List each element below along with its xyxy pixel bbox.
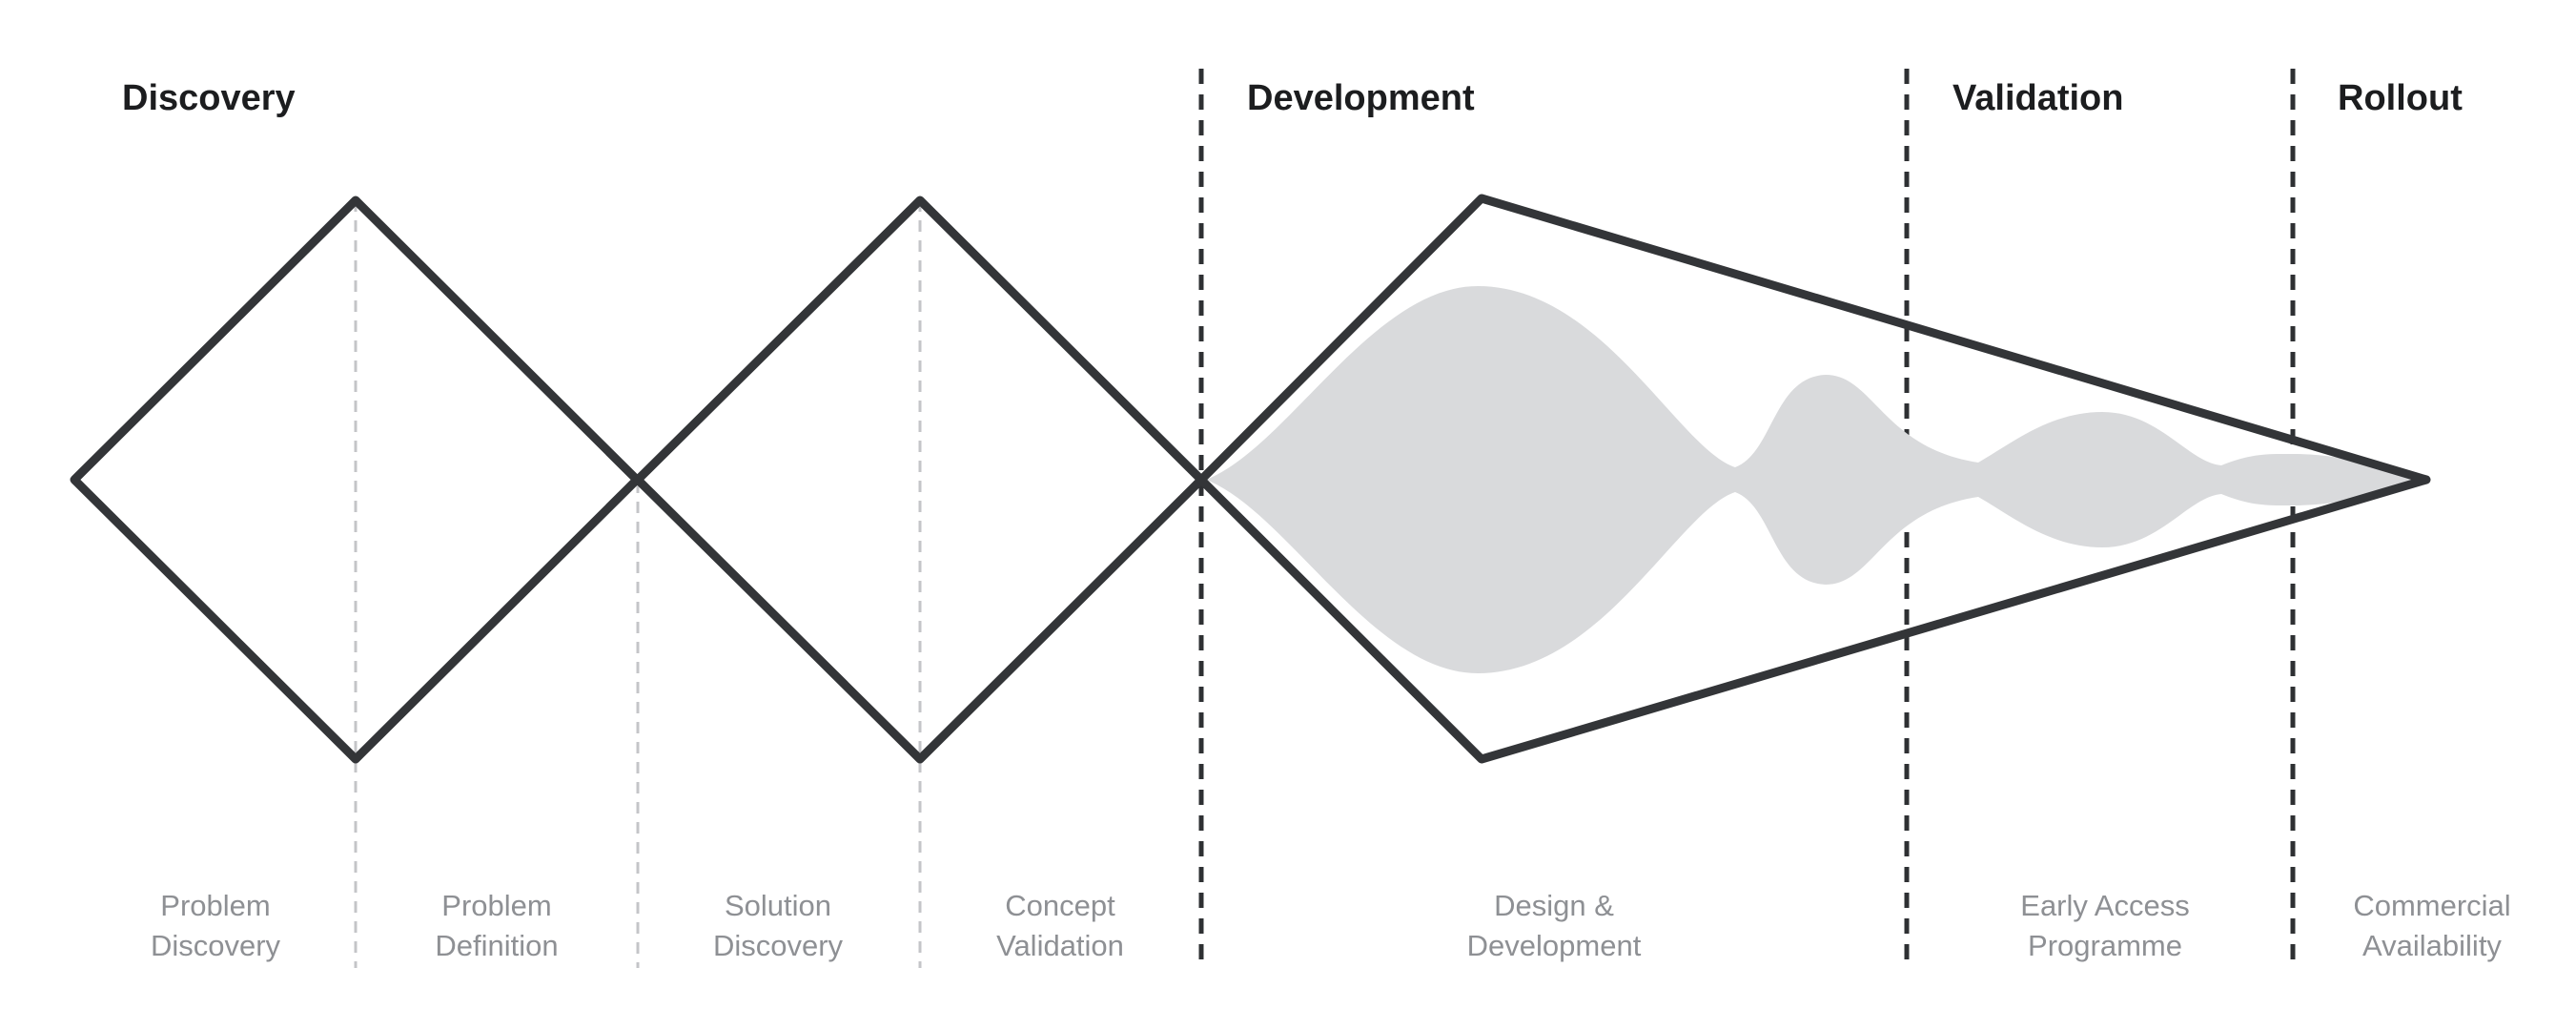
stage-label-line2: Development bbox=[1467, 929, 1642, 962]
stage-solution-discovery: Solution Discovery bbox=[713, 889, 844, 962]
phase-title-rollout: Rollout bbox=[2338, 78, 2463, 118]
stage-labels: Problem Discovery Problem Definition Sol… bbox=[151, 889, 2511, 962]
stage-label-line2: Availability bbox=[2362, 929, 2502, 962]
stage-guides bbox=[354, 200, 922, 968]
stage-label-line2: Discovery bbox=[151, 929, 281, 962]
stage-design-development: Design & Development bbox=[1467, 889, 1642, 962]
stage-label-line1: Problem bbox=[160, 889, 270, 922]
stage-problem-discovery: Problem Discovery bbox=[151, 889, 281, 962]
phase-title-validation: Validation bbox=[1952, 78, 2123, 118]
stage-problem-definition: Problem Definition bbox=[435, 889, 558, 962]
phase-title-development: Development bbox=[1247, 78, 1475, 118]
stage-label-line2: Validation bbox=[996, 929, 1124, 962]
stage-commercial-availability: Commercial Availability bbox=[2353, 889, 2510, 962]
stage-label-line1: Problem bbox=[441, 889, 551, 922]
stage-label-line2: Discovery bbox=[713, 929, 844, 962]
stage-label-line1: Solution bbox=[725, 889, 831, 922]
stage-label-line1: Concept bbox=[1005, 889, 1115, 922]
development-blob bbox=[1206, 286, 2422, 673]
diamond-development-cone bbox=[1196, 194, 2431, 764]
stage-label-line2: Definition bbox=[435, 929, 558, 962]
stage-early-access-programme: Early Access Programme bbox=[2020, 889, 2189, 962]
phase-titles: Discovery Development Validation Rollout bbox=[122, 78, 2463, 118]
phase-title-discovery: Discovery bbox=[122, 78, 296, 118]
stage-label-line1: Design & bbox=[1494, 889, 1614, 922]
stage-concept-validation: Concept Validation bbox=[996, 889, 1124, 962]
diamond-outlines bbox=[70, 194, 2431, 764]
stage-label-line2: Programme bbox=[2028, 929, 2182, 962]
stage-label-line1: Commercial bbox=[2353, 889, 2510, 922]
stage-label-line1: Early Access bbox=[2020, 889, 2189, 922]
